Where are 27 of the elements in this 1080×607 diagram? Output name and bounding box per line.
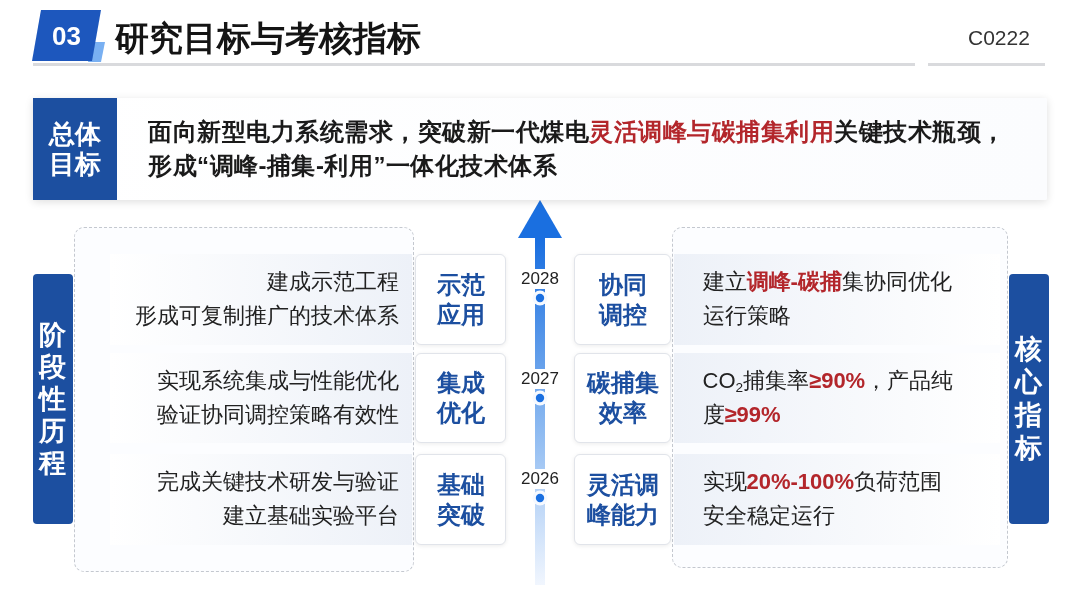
page-title: 研究目标与考核指标 <box>115 18 421 59</box>
banner-box <box>33 98 1047 200</box>
description-text: 形成可复制推广的技术体系 <box>134 302 399 330</box>
side-tab: 核心指标 <box>1008 273 1049 524</box>
banner-label: 总体目标 <box>33 98 117 200</box>
description-text: CO$_{2}$捕集率≥90%，产品纯度≥99% <box>702 366 955 429</box>
description-text: 建立调峰-碳捕集协同优化运行策略 <box>702 268 953 330</box>
year-label: 2027 <box>518 369 562 389</box>
description-text: 建立基础实验平台 <box>222 502 399 530</box>
description-text: 建成示范工程 <box>266 268 399 296</box>
year-label: 2028 <box>518 269 562 289</box>
description-text: 实现系统集成与性能优化 <box>156 366 399 395</box>
title-card: 协同调控 <box>574 254 671 345</box>
title-card: 示范应用 <box>415 254 506 345</box>
page-code: C0222 <box>968 26 1030 50</box>
timeline-arrow <box>518 200 562 585</box>
side-tab: 阶段性历程 <box>32 273 73 524</box>
description-text: 完成关键技术研发与验证 <box>156 468 399 496</box>
description-text: 验证协同调控策略有效性 <box>156 400 399 429</box>
title-card: 集成优化 <box>415 353 506 443</box>
section-number: 03 <box>32 10 101 61</box>
goal-text: 面向新型电力系统需求，突破新一代煤电灵活调峰与碳捕集利用关键技术瓶颈，形成“调峰-捕集-利用”一体化技术体系 <box>148 117 1007 181</box>
description-text: 实现20%-100%负荷范围安全稳定运行 <box>702 468 944 530</box>
title-card: 基础突破 <box>415 454 506 545</box>
title-card: 灵活调峰能力 <box>574 454 671 545</box>
title-card: 碳捕集效率 <box>574 353 671 443</box>
year-label: 2026 <box>518 469 562 489</box>
